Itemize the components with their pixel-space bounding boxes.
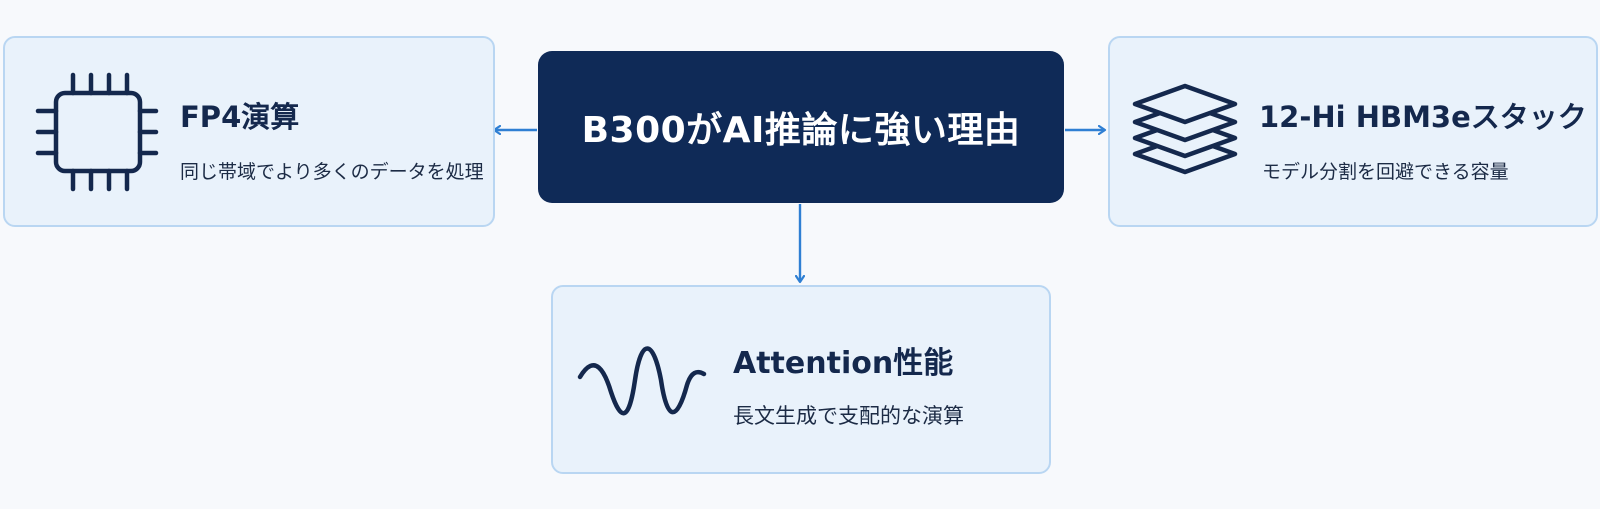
chip-icon <box>35 72 159 192</box>
hbm-subtitle: モデル分割を回避できる容量 <box>1262 161 1509 183</box>
attention-subtitle: 長文生成で支配的な演算 <box>733 404 964 428</box>
wave-icon <box>577 346 707 416</box>
hbm-title: 12-Hi HBM3eスタック <box>1259 100 1587 134</box>
fp4-title: FP4演算 <box>180 100 300 134</box>
center-title-box: B300がAI推論に強い理由 <box>538 51 1064 203</box>
stacked-layers-icon <box>1132 83 1238 175</box>
fp4-subtitle: 同じ帯域でより多くのデータを処理 <box>180 161 484 183</box>
fp4-card <box>3 36 495 227</box>
center-title: B300がAI推論に強い理由 <box>581 110 1021 151</box>
attention-title: Attention性能 <box>733 346 954 381</box>
